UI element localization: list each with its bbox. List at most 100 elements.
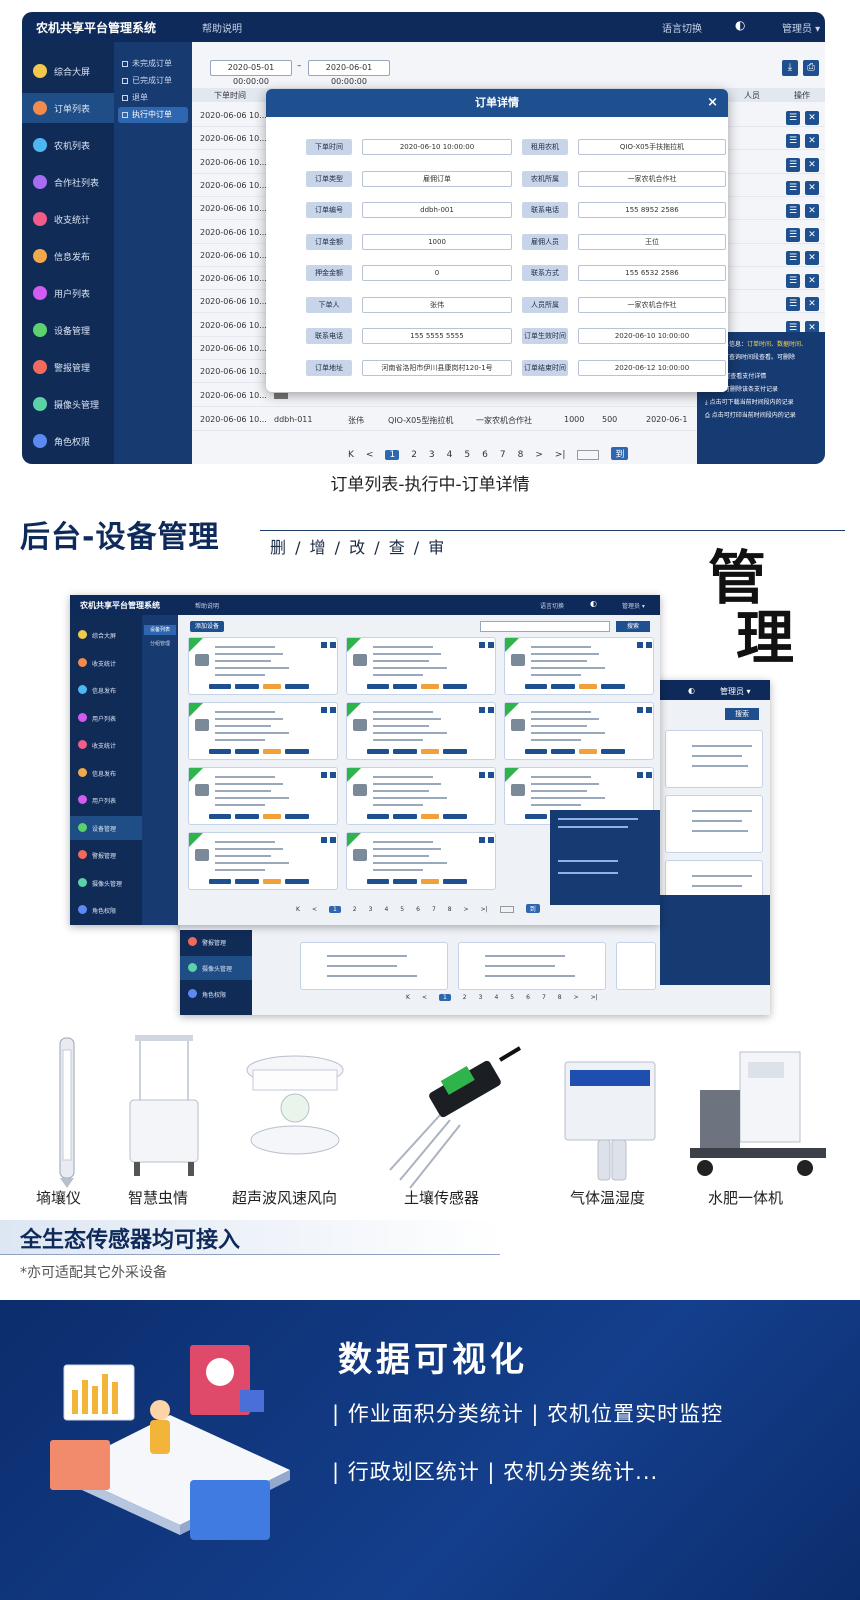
edit-icon[interactable] <box>321 837 327 843</box>
view-icon[interactable]: ☰ <box>786 111 800 125</box>
view-icon[interactable]: ☰ <box>786 274 800 289</box>
delete-icon[interactable]: ✕ <box>805 227 819 242</box>
delete-icon[interactable]: ✕ <box>805 297 819 312</box>
device-card[interactable] <box>504 637 654 695</box>
field-value[interactable]: 2020-06-10 10:00:00 <box>578 328 726 344</box>
page-6[interactable]: 6 <box>482 450 488 460</box>
nav-dashboard[interactable]: 综合大屏 <box>22 56 114 86</box>
close-icon[interactable]: × <box>707 95 718 110</box>
device-card[interactable] <box>346 637 496 695</box>
view-icon[interactable]: ☰ <box>786 250 800 265</box>
delete-icon[interactable] <box>330 837 336 843</box>
delete-icon[interactable]: ✕ <box>805 180 819 195</box>
add-device-button[interactable]: 添加设备 <box>190 621 224 632</box>
field-value[interactable]: 一家农机合作社 <box>578 170 726 187</box>
search-button[interactable]: 搜索 <box>725 708 759 720</box>
nav-roles[interactable]: 角色权限 <box>180 982 252 1006</box>
field-value[interactable]: 2020-06-10 10:00:00 <box>362 139 512 155</box>
edit-icon[interactable] <box>637 707 643 713</box>
camera-card[interactable] <box>616 942 656 990</box>
page-3[interactable]: 3 <box>428 450 435 460</box>
camera-card[interactable] <box>300 942 448 990</box>
delete-icon[interactable]: ✕ <box>805 157 819 172</box>
device-card[interactable] <box>188 767 338 825</box>
nav-item[interactable]: 信息发布 <box>70 761 142 785</box>
view-icon[interactable]: ☰ <box>786 227 800 242</box>
edit-icon[interactable] <box>321 707 327 713</box>
nav-item[interactable]: 用户列表 <box>70 706 142 730</box>
field-value[interactable]: 155 5555 5555 <box>362 328 512 344</box>
field-value[interactable]: 155 6532 2586 <box>578 265 726 281</box>
page-4[interactable]: 4 <box>446 450 453 460</box>
nav-item[interactable]: 用户列表 <box>70 788 142 812</box>
device-card[interactable] <box>504 702 654 760</box>
view-icon[interactable]: ☰ <box>786 157 800 172</box>
edit-icon[interactable] <box>637 642 643 648</box>
field-value[interactable]: 2020-06-12 10:00:00 <box>578 359 726 376</box>
view-icon[interactable]: ☰ <box>786 204 800 219</box>
help-link[interactable]: 帮助说明 <box>202 24 242 35</box>
nav-devices[interactable]: 设备管理 <box>22 315 114 345</box>
edit-icon[interactable] <box>321 642 327 648</box>
field-value[interactable]: 王位 <box>578 233 726 250</box>
nav-cameras[interactable]: 摄像头管理 <box>22 389 114 419</box>
page-2[interactable]: 2 <box>411 450 417 460</box>
nav-cameras[interactable]: 摄像头管理 <box>180 956 252 980</box>
delete-icon[interactable] <box>330 772 336 778</box>
search-button[interactable]: 搜索 <box>616 621 650 632</box>
nav-item[interactable]: 收支统计 <box>70 651 142 675</box>
print-icon[interactable]: ⎙ <box>803 60 819 76</box>
nav-item[interactable]: 综合大屏 <box>70 623 142 647</box>
subnav-device-list[interactable]: 设备列表 <box>144 625 176 635</box>
date-from-input[interactable]: 2020-05-01 00:00:00 <box>210 60 292 86</box>
device-card[interactable] <box>188 637 338 695</box>
camera-card[interactable] <box>458 942 606 990</box>
nav-item[interactable]: 摄像头管理 <box>70 871 142 895</box>
palette-icon[interactable]: ◐ <box>590 599 597 608</box>
delete-icon[interactable] <box>488 642 494 648</box>
delete-icon[interactable] <box>488 707 494 713</box>
view-icon[interactable]: ☰ <box>786 320 800 335</box>
edit-icon[interactable] <box>479 837 485 843</box>
table-row[interactable]: 2020-06-06 10... ddbh-011 张伟 QIO-X05型拖拉机… <box>192 408 825 431</box>
delete-icon[interactable] <box>646 772 652 778</box>
edit-icon[interactable] <box>479 642 485 648</box>
delete-icon[interactable]: ✕ <box>805 320 819 335</box>
delete-icon[interactable] <box>646 707 652 713</box>
page-1[interactable]: 1 <box>385 450 400 460</box>
device-card[interactable] <box>346 767 496 825</box>
field-value[interactable]: 河南省洛阳市伊川县康岗村120-1号 <box>362 359 512 376</box>
delete-icon[interactable] <box>488 772 494 778</box>
nav-machines[interactable]: 农机列表 <box>22 130 114 160</box>
nav-coops[interactable]: 合作社列表 <box>22 167 114 197</box>
nav-item[interactable]: 警报管理 <box>70 843 142 867</box>
edit-icon[interactable] <box>321 772 327 778</box>
nav-alarms[interactable]: 警报管理 <box>22 352 114 382</box>
device-card[interactable] <box>188 702 338 760</box>
device-card[interactable] <box>188 832 338 890</box>
subnav-finished[interactable]: 已完成订单 <box>118 73 188 89</box>
device-card[interactable] <box>346 832 496 890</box>
nav-news[interactable]: 信息发布 <box>22 241 114 271</box>
view-icon[interactable]: ☰ <box>786 180 800 195</box>
nav-alarms[interactable]: 警报管理 <box>180 930 252 954</box>
field-value[interactable]: 1000 <box>362 233 512 250</box>
page-jump-input[interactable] <box>577 449 600 460</box>
delete-icon[interactable]: ✕ <box>805 274 819 289</box>
help-link[interactable]: 帮助说明 <box>195 603 220 610</box>
page-first[interactable]: K <box>348 450 354 460</box>
nav-roles[interactable]: 角色权限 <box>22 426 114 456</box>
field-value[interactable]: 155 8952 2586 <box>578 202 726 218</box>
edit-icon[interactable] <box>479 772 485 778</box>
delete-icon[interactable]: ✕ <box>805 134 819 149</box>
nav-item[interactable]: 信息发布 <box>70 678 142 702</box>
search-input[interactable] <box>480 621 610 632</box>
edit-icon[interactable] <box>637 772 643 778</box>
subnav-executing[interactable]: 执行中订单 <box>118 107 188 123</box>
delete-icon[interactable] <box>488 837 494 843</box>
delete-icon[interactable] <box>330 707 336 713</box>
palette-icon[interactable]: ◐ <box>735 18 746 32</box>
subnav-groups[interactable]: 分组管理 <box>149 641 170 647</box>
page-8[interactable]: 8 <box>517 450 524 460</box>
page-go-button[interactable]: 到 <box>611 447 629 460</box>
